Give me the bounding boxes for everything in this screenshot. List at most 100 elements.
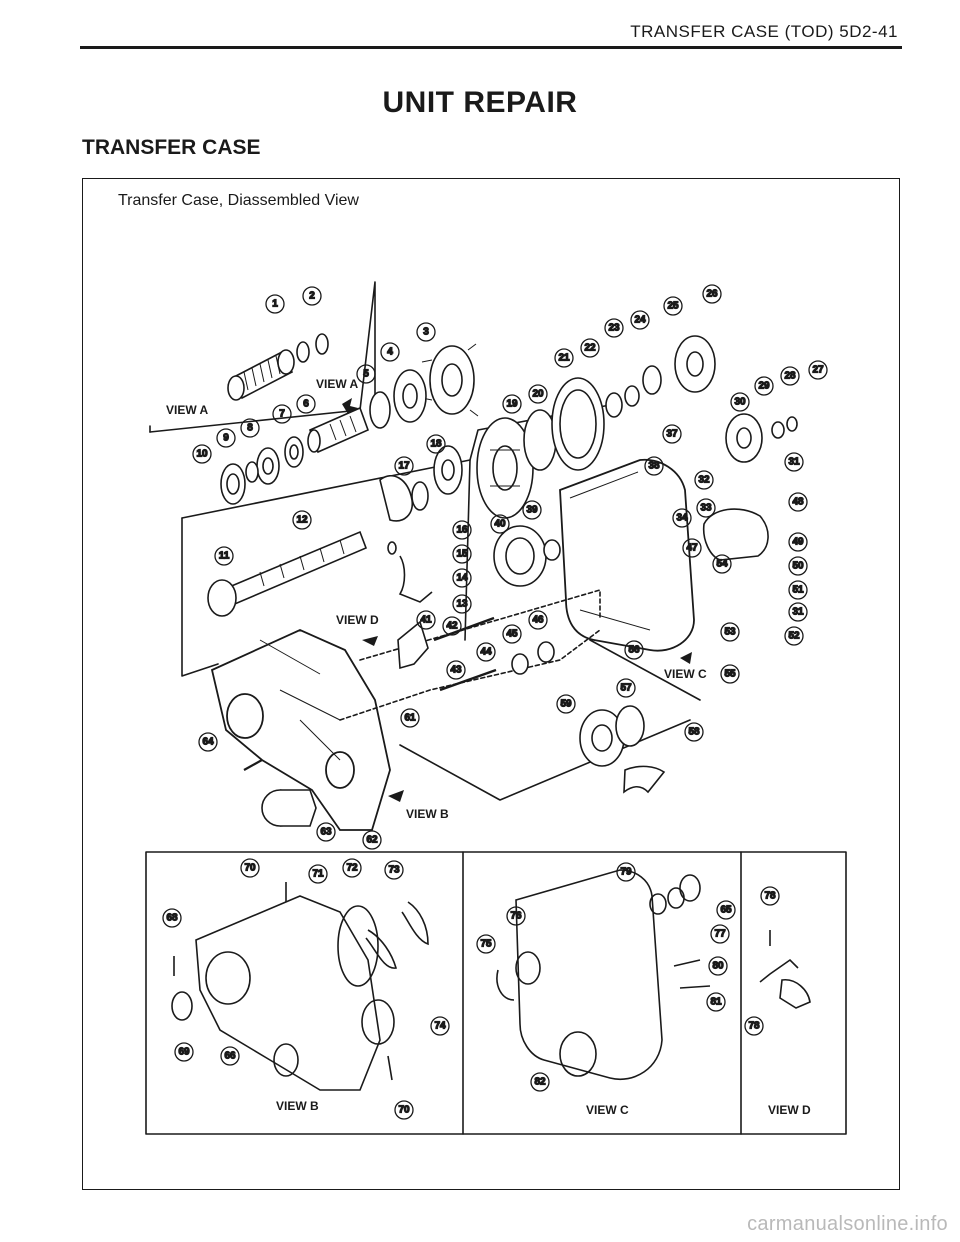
- svg-text:6: 6: [303, 399, 309, 410]
- callout-79: 79: [616, 862, 636, 882]
- callout-61: 61: [400, 708, 420, 728]
- svg-text:71: 71: [312, 869, 324, 880]
- svg-text:69: 69: [178, 1047, 190, 1058]
- callout-43: 43: [446, 660, 466, 680]
- svg-text:30: 30: [734, 397, 746, 408]
- view-label: VIEW B: [276, 1099, 319, 1113]
- callout-18: 18: [426, 434, 446, 454]
- view-label: VIEW B: [406, 807, 449, 821]
- callout-47: 47: [682, 538, 702, 558]
- callout-7: 7: [272, 404, 292, 424]
- callout-41: 41: [416, 610, 436, 630]
- callout-76: 76: [506, 906, 526, 926]
- svg-text:14: 14: [456, 573, 468, 584]
- callout-63: 63: [316, 822, 336, 842]
- callout-21: 21: [554, 348, 574, 368]
- callout-80: 80: [708, 956, 728, 976]
- callout-71: 71: [308, 864, 328, 884]
- svg-text:70: 70: [244, 863, 256, 874]
- callout-78: 78: [760, 886, 780, 906]
- view-label: VIEW D: [336, 613, 379, 627]
- svg-text:65: 65: [720, 905, 732, 916]
- callout-13: 13: [452, 594, 472, 614]
- svg-text:66: 66: [224, 1051, 236, 1062]
- svg-text:74: 74: [434, 1021, 446, 1032]
- svg-text:55: 55: [724, 669, 736, 680]
- svg-text:75: 75: [480, 939, 492, 950]
- svg-text:13: 13: [456, 599, 468, 610]
- callout-38: 38: [644, 456, 664, 476]
- callout-52: 52: [784, 626, 804, 646]
- svg-text:20: 20: [532, 389, 544, 400]
- callout-14: 14: [452, 568, 472, 588]
- view-label: VIEW D: [768, 1103, 811, 1117]
- callout-68: 68: [162, 908, 182, 928]
- svg-text:12: 12: [296, 515, 308, 526]
- svg-text:34: 34: [676, 513, 688, 524]
- callout-15: 15: [452, 544, 472, 564]
- flange: [243, 759, 317, 827]
- svg-text:11: 11: [219, 551, 230, 562]
- callout-75: 75: [476, 934, 496, 954]
- svg-text:22: 22: [584, 343, 596, 354]
- callout-30: 30: [730, 392, 750, 412]
- callout-33: 33: [696, 498, 716, 518]
- callout-44: 44: [476, 642, 496, 662]
- svg-text:28: 28: [784, 371, 796, 382]
- view-label: VIEW A: [166, 403, 209, 417]
- callout-27: 27: [808, 360, 828, 380]
- svg-text:5: 5: [363, 369, 369, 380]
- svg-text:78: 78: [764, 891, 776, 902]
- front-case-housing: [210, 629, 391, 831]
- figure-frame: [82, 178, 900, 1190]
- callout-11: 11: [214, 546, 234, 566]
- callout-12: 12: [292, 510, 312, 530]
- callout-40: 40: [490, 514, 510, 534]
- svg-text:29: 29: [758, 381, 770, 392]
- callout-42: 42: [442, 616, 462, 636]
- svg-text:46: 46: [532, 615, 544, 626]
- svg-text:31: 31: [792, 607, 804, 618]
- svg-text:81: 81: [710, 997, 722, 1008]
- callout-16: 16: [452, 520, 472, 540]
- callout-37: 37: [662, 424, 682, 444]
- svg-text:39: 39: [526, 505, 538, 516]
- view-label: VIEW A: [316, 377, 359, 391]
- figure-caption: Transfer Case, Diassembled View: [118, 192, 359, 209]
- svg-text:8: 8: [247, 423, 253, 434]
- callout-55: 55: [720, 664, 740, 684]
- callout-70b: 70: [394, 1100, 414, 1120]
- callout-62: 62: [362, 830, 382, 850]
- svg-text:48: 48: [792, 497, 804, 508]
- svg-text:54: 54: [716, 559, 728, 570]
- callout-51: 51: [788, 580, 808, 600]
- svg-text:73: 73: [388, 865, 400, 876]
- callout-46: 46: [528, 610, 548, 630]
- callout-9: 9: [216, 428, 236, 448]
- lower-gear-set: [579, 705, 666, 794]
- callout-29: 29: [754, 376, 774, 396]
- callout-23: 23: [604, 318, 624, 338]
- svg-text:24: 24: [634, 315, 646, 326]
- svg-text:51: 51: [792, 585, 804, 596]
- washer-set: [220, 436, 304, 505]
- rear-cover: [559, 458, 695, 652]
- callout-58: 58: [684, 722, 704, 742]
- view-d-drawing: [759, 930, 811, 1009]
- callout-17: 17: [394, 456, 414, 476]
- view-b-drawing: [171, 882, 429, 1091]
- callout-78b: 78: [744, 1016, 764, 1036]
- svg-text:4: 4: [387, 347, 393, 358]
- callout-69: 69: [174, 1042, 194, 1062]
- callout-19: 19: [502, 394, 522, 414]
- callout-66: 66: [220, 1046, 240, 1066]
- callout-45: 45: [502, 624, 522, 644]
- callout-26: 26: [702, 284, 722, 304]
- svg-text:40: 40: [494, 519, 506, 530]
- callout-59: 59: [556, 694, 576, 714]
- callout-34: 34: [672, 508, 692, 528]
- svg-text:53: 53: [724, 627, 736, 638]
- callout-24: 24: [630, 310, 650, 330]
- callout-72: 72: [342, 858, 362, 878]
